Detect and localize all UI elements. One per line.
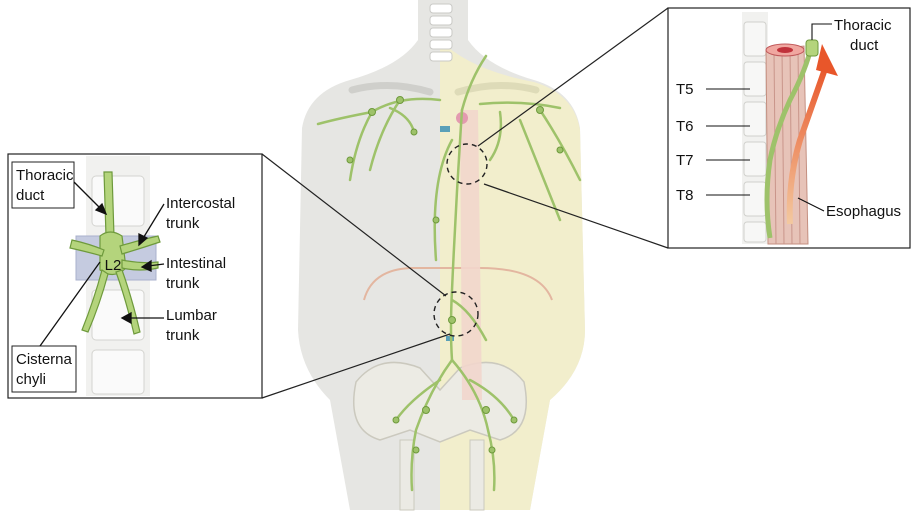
intercostal-trunk-label-line2: trunk [166,215,200,232]
vertebra-label-t6: T6 [676,118,694,135]
thoracic-duct-label-right-line1: Thoracic [834,17,892,34]
lumbar-trunk-label-line2: trunk [166,327,200,344]
thoracic-duct-label-line1: Thoracic [16,167,74,184]
inset-cisterna-chyli: L2 Thoracic duct Cisterna chyli Intercos… [8,154,262,398]
intercostal-trunk-label-line1: Intercostal [166,195,235,212]
vertebra-label-t7: T7 [676,152,694,169]
vertebra-label-t5: T5 [676,81,694,98]
torso-figure [298,0,585,510]
vein-marker-left [440,126,450,132]
cisterna-chyli-label-line2: chyli [16,371,46,388]
lumbar-spine [76,156,156,396]
intestinal-trunk-label-line1: Intestinal [166,255,226,272]
inset-thoracic-duct: T5 T6 T7 T8 Thoracic duct Esophagus [668,8,910,248]
thoracic-spine [742,12,768,244]
esophagus-label: Esophagus [826,203,901,220]
cervical-spine [430,4,452,61]
cisterna-chyli-label-line1: Cisterna [16,351,73,368]
vertebra-label-l2: L2 [105,257,122,274]
femur-right [470,440,484,510]
esophagus-lumen-inner [777,47,793,53]
thoracic-duct-cap [806,40,818,56]
thoracic-duct-label-line2: duct [16,187,45,204]
vertebra-label-t8: T8 [676,187,694,204]
thoracic-duct-label-right-line2: duct [850,37,879,54]
lumbar-trunk-label-line1: Lumbar [166,307,217,324]
intestinal-trunk-label-line2: trunk [166,275,200,292]
